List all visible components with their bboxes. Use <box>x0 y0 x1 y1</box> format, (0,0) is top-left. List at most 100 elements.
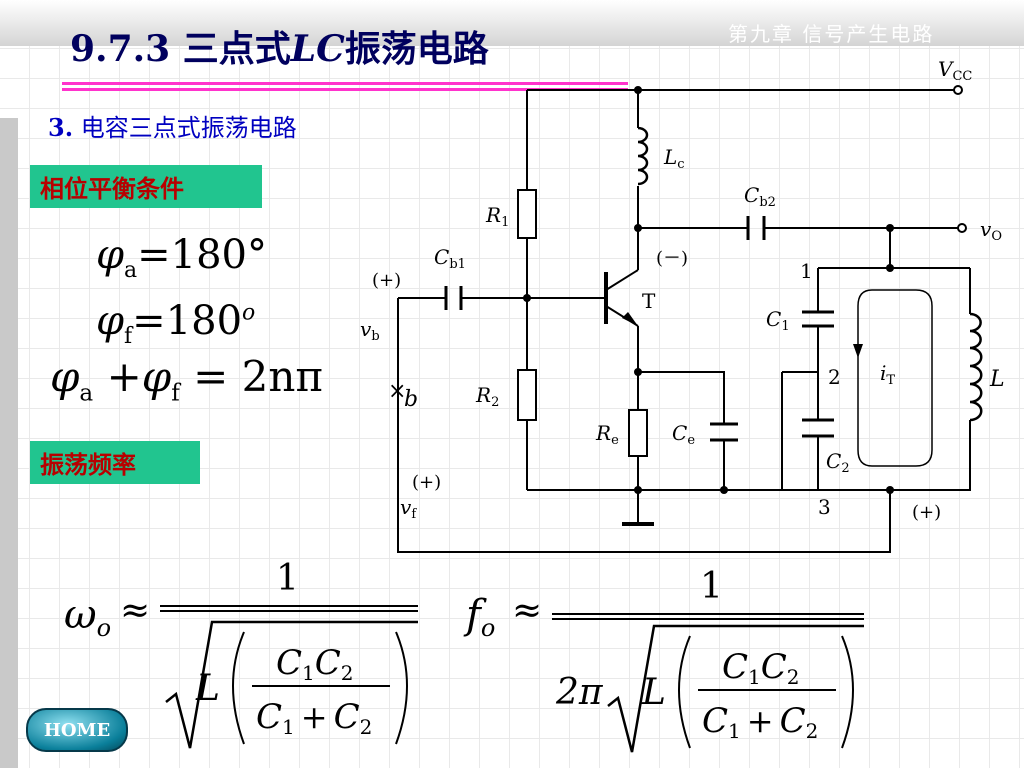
eq3-phi-f: φ <box>141 352 172 401</box>
eq3-phi-a: φ <box>50 352 80 401</box>
capacitor-c2 <box>802 418 834 438</box>
label-vo: vO <box>980 217 1002 244</box>
eq3-plus: + <box>106 352 142 401</box>
omega-paren-right <box>395 631 408 745</box>
fo-L: L <box>641 672 666 713</box>
omega-approx: ≈ <box>120 590 150 631</box>
eq3-sub-f: f <box>171 380 180 407</box>
fo-paren-left <box>678 635 691 749</box>
omega-formula: ωo ≈ 1 L C1C2 C1+C2 <box>64 558 418 749</box>
vo-terminal <box>957 223 967 233</box>
label-plus-left: (+) <box>372 270 401 291</box>
ce-wire <box>638 371 725 490</box>
label-node3: 3 <box>818 495 831 519</box>
capacitor-cb2 <box>746 216 766 240</box>
emitter-arrow-icon <box>622 312 638 326</box>
phase-eq-amplifier: φa=180° <box>96 232 267 283</box>
left-side-bar <box>0 118 18 768</box>
label-minus: (－) <box>656 248 688 269</box>
omega-symbol: ωo <box>64 592 111 642</box>
label-l: L <box>989 367 1005 392</box>
label-lc: Lc <box>663 145 685 172</box>
eq1-phi: φ <box>96 232 125 278</box>
eq3-sub-a: a <box>79 380 94 407</box>
omega-c1-plus-c2: C1+C2 <box>256 697 372 739</box>
resistor-r2 <box>517 369 537 421</box>
inductor-branch-wire <box>890 268 971 491</box>
home-button[interactable]: HOME <box>26 708 128 752</box>
capacitor-ce <box>710 422 738 442</box>
tap-wire <box>781 371 818 490</box>
omega-root-sign <box>165 620 418 749</box>
label-ce: Ce <box>672 421 695 448</box>
subtitle-number: 3. <box>48 113 74 142</box>
eq2-phi: φ <box>96 298 125 344</box>
subtitle-text: 电容三点式振荡电路 <box>73 114 297 142</box>
label-vf: vf <box>400 495 417 522</box>
label-cb2: Cb2 <box>744 183 776 210</box>
fo-numerator: 1 <box>700 566 723 607</box>
eq2-sub: f <box>124 324 133 349</box>
omega-numerator: 1 <box>276 558 299 599</box>
label-node1: 1 <box>800 259 813 283</box>
label-plus-right: (+) <box>912 502 941 523</box>
capacitor-cb1 <box>444 286 463 310</box>
label-vcc: VCC <box>938 57 972 84</box>
omega-c1c2: C1C2 <box>276 643 354 685</box>
label-c1: C1 <box>766 307 790 334</box>
capacitors <box>444 216 834 442</box>
phase-condition-tag: 相位平衡条件 <box>30 165 262 208</box>
title-underline-2 <box>62 88 628 91</box>
inductor-l <box>969 312 983 422</box>
page-title: 9.7.3 三点式LC振荡电路 <box>70 20 489 72</box>
phase-eq-sum: φa +φf = 2nπ <box>50 352 323 406</box>
label-re: Re <box>595 421 619 448</box>
junction-dots <box>523 86 894 494</box>
eq2-rhs: =180 <box>132 298 243 344</box>
title-prefix: 9.7.3 三点式 <box>70 28 291 70</box>
label-r1: R1 <box>485 203 509 230</box>
label-vb: vb <box>360 317 380 344</box>
eq2-sup: o <box>242 300 256 326</box>
current-loop <box>857 289 933 467</box>
label-plus-vf: (+) <box>412 472 441 493</box>
title-underline-1 <box>62 82 628 85</box>
chapter-label: 第九章 信号产生电路 <box>728 22 935 46</box>
eq1-sub: a <box>124 258 138 283</box>
section-subtitle: 3. 电容三点式振荡电路 <box>48 108 297 143</box>
omega-paren-left <box>232 631 245 745</box>
resistor-r1 <box>517 189 537 239</box>
fo-symbol: fo <box>463 592 495 642</box>
header-band <box>0 0 1024 46</box>
title-italic: LC <box>290 28 345 70</box>
resistor-re <box>628 409 648 457</box>
label-node2: 2 <box>828 365 841 389</box>
fo-c1c2: C1C2 <box>722 647 800 689</box>
label-it: iT <box>880 361 895 388</box>
label-b: b <box>404 387 418 412</box>
fo-c1-plus-c2: C1+C2 <box>702 701 818 743</box>
phase-eq-feedback: φf=180o <box>96 298 255 349</box>
inductor-lc <box>637 126 649 186</box>
label-cb1: Cb1 <box>434 245 466 272</box>
fo-two-pi: 2π <box>555 672 604 713</box>
label-c2: C2 <box>826 449 850 476</box>
transistor-collector <box>605 269 639 291</box>
label-cross: × <box>388 379 406 404</box>
capacitor-c1 <box>802 310 834 328</box>
title-suffix: 振荡电路 <box>344 28 489 70</box>
current-arrow-icon <box>853 344 863 358</box>
feedback-wire <box>397 298 891 553</box>
vcc-terminal <box>953 85 963 95</box>
eq1-rhs: =180° <box>137 232 268 278</box>
oscillation-frequency-tag: 振荡频率 <box>30 441 200 484</box>
label-transistor: T <box>642 289 656 313</box>
fo-approx: ≈ <box>512 590 542 631</box>
omega-L: L <box>195 668 220 709</box>
label-r2: R2 <box>475 383 499 410</box>
fo-root-sign <box>607 624 864 753</box>
frequency-formula: fo ≈ 1 2π L C1C2 C1+C2 <box>463 566 864 753</box>
eq3-rhs: = 2nπ <box>193 352 324 401</box>
